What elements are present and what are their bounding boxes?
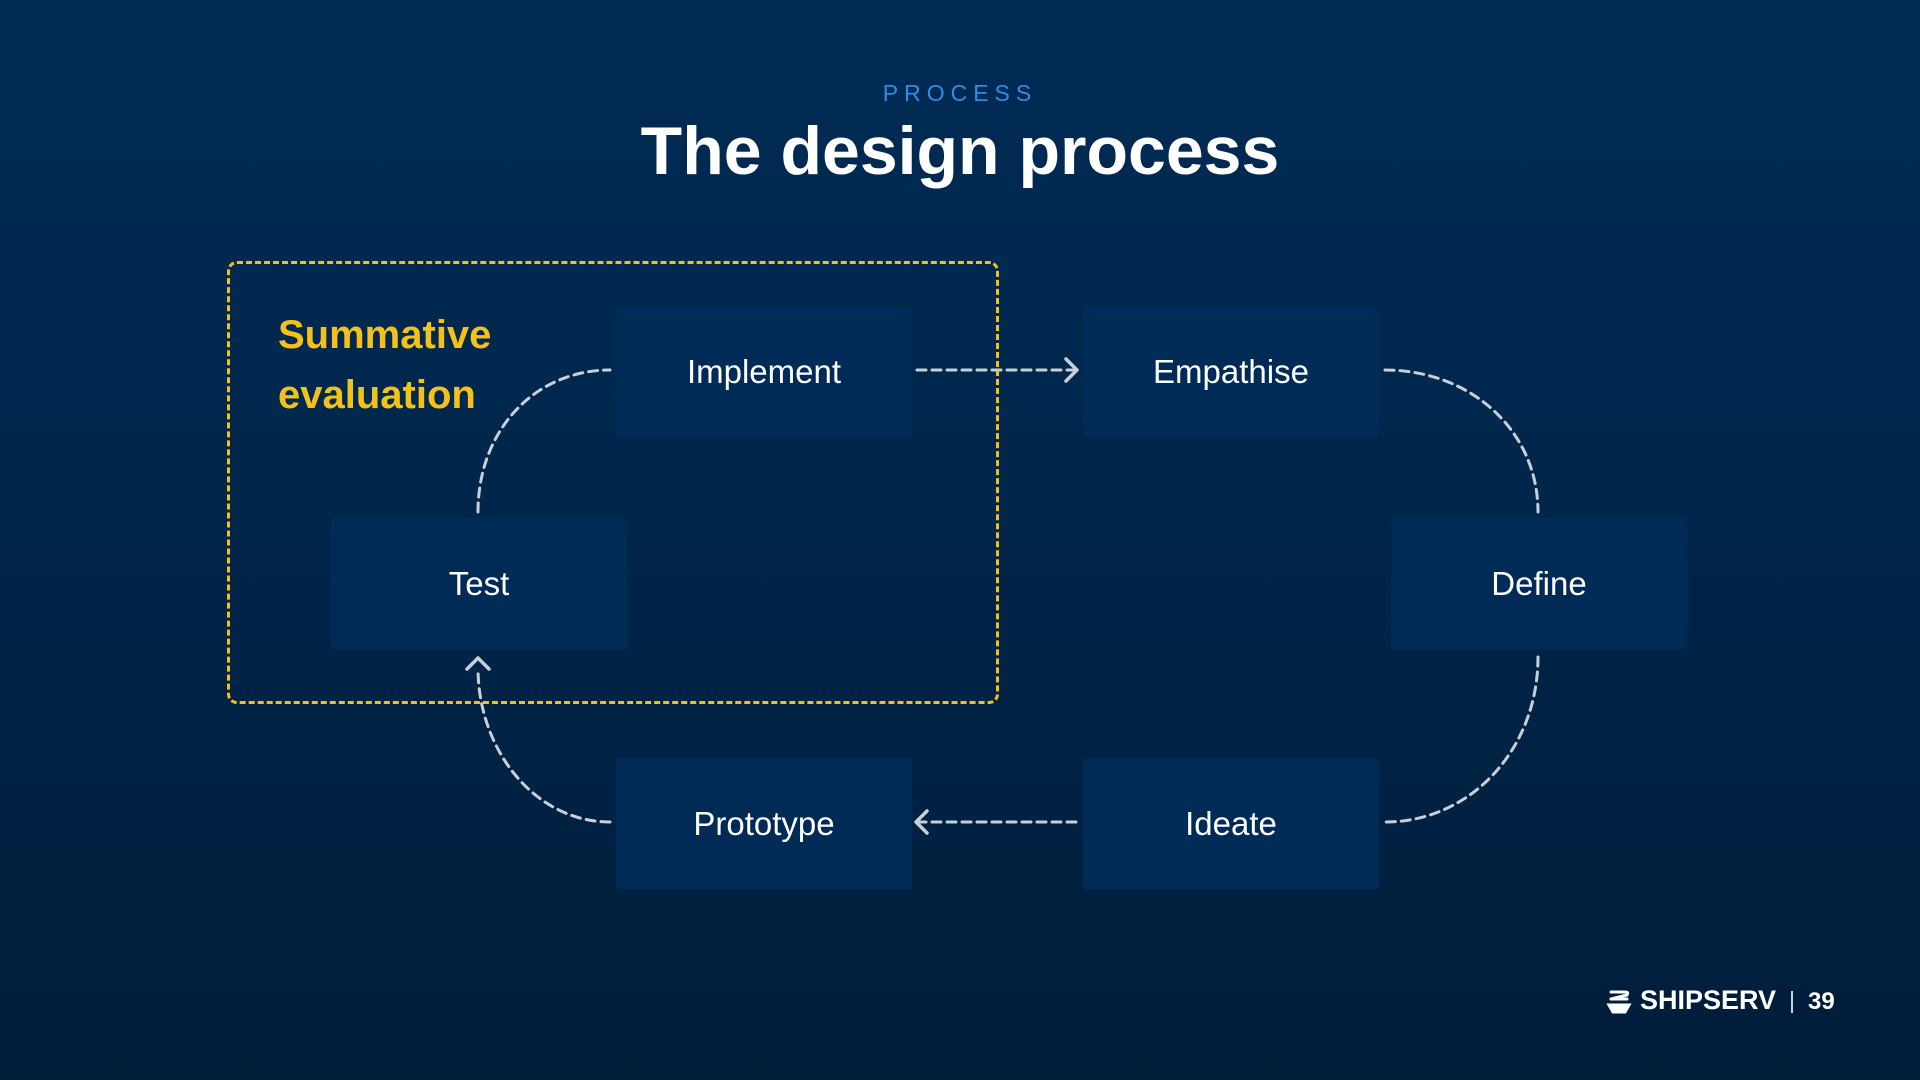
summative-evaluation-region bbox=[227, 261, 999, 704]
slide-title: The design process bbox=[640, 113, 1280, 189]
connector-test-implement bbox=[476, 368, 612, 514]
section-eyebrow: PROCESS bbox=[882, 80, 1038, 106]
stage-ideate: Ideate bbox=[1083, 758, 1379, 889]
stage-empathise: Empathise bbox=[1083, 306, 1379, 437]
brand-name: SHIPSERV bbox=[1640, 985, 1777, 1015]
connector-empathise-define bbox=[1383, 368, 1540, 514]
arrowhead-prototype bbox=[914, 809, 929, 835]
page-number: 39 bbox=[1808, 988, 1835, 1015]
stage-test: Test bbox=[331, 518, 627, 649]
shipserv-logo-icon bbox=[1606, 990, 1632, 1013]
stage-implement: Implement bbox=[616, 306, 912, 437]
connector-define-ideate bbox=[1383, 655, 1540, 824]
summative-evaluation-label: Summative evaluation bbox=[278, 305, 538, 425]
connector-prototype-test bbox=[476, 666, 612, 824]
arrowhead-test bbox=[465, 656, 491, 671]
stage-define: Define bbox=[1391, 518, 1687, 649]
summative-label-line2: evaluation bbox=[278, 373, 476, 417]
stage-prototype: Prototype bbox=[616, 758, 912, 889]
footer-divider bbox=[1791, 991, 1793, 1013]
shipserv-logo: SHIPSERV bbox=[1606, 985, 1776, 1016]
arrowhead-empathise bbox=[1064, 357, 1079, 383]
summative-label-line1: Summative bbox=[278, 313, 492, 357]
